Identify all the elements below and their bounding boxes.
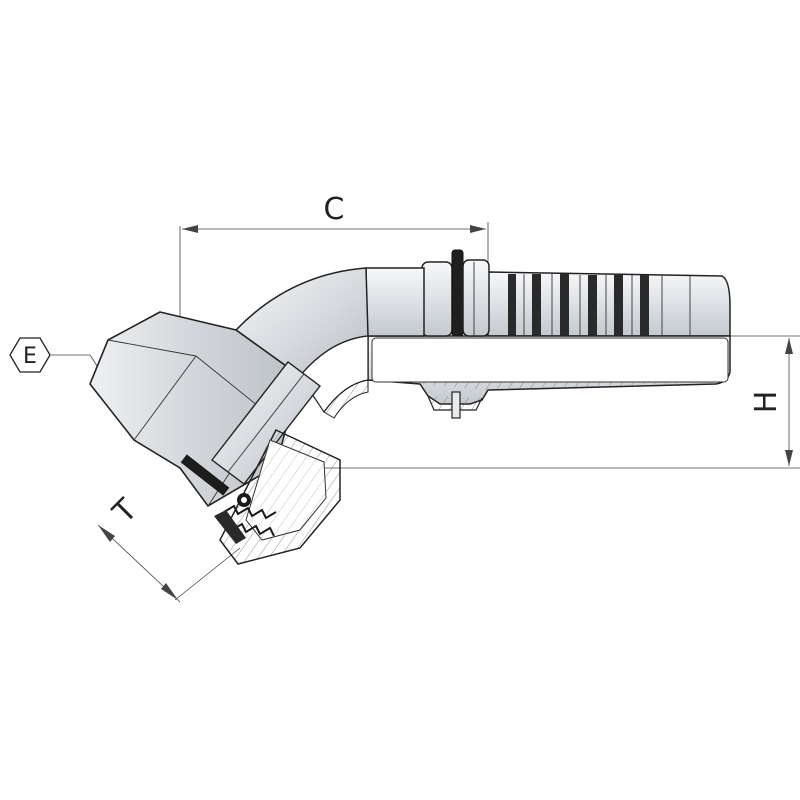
label-e: E	[23, 344, 37, 369]
threads	[180, 454, 277, 537]
arrow-top	[785, 338, 793, 354]
retaining-pin	[451, 391, 461, 419]
lock-ring	[451, 249, 464, 337]
barb	[560, 274, 569, 336]
label-c: C	[324, 192, 345, 227]
label-h: H	[749, 391, 784, 414]
arrow-t-top	[98, 525, 115, 542]
hex-edge	[133, 355, 197, 441]
label-t: T	[106, 492, 145, 531]
tube-hatch	[372, 382, 716, 390]
hose-tail	[365, 249, 731, 419]
dimension-t: T	[97, 492, 241, 603]
elbow	[234, 267, 369, 419]
barbed-shank	[487, 271, 731, 337]
barb	[508, 274, 516, 336]
collar-right	[462, 259, 490, 337]
neck	[365, 267, 425, 337]
arrow-t-bottom	[161, 583, 178, 600]
swivel-nut	[89, 311, 341, 565]
arrow-left	[182, 225, 198, 233]
barb	[640, 275, 649, 336]
nut-bore-hatch	[246, 440, 326, 540]
tube-bore	[371, 337, 729, 383]
collar-left	[421, 261, 453, 337]
nipple-edge	[227, 373, 305, 473]
barb	[532, 274, 541, 336]
barb	[588, 275, 597, 336]
o-ring-hole	[241, 497, 247, 503]
thread-teeth	[223, 504, 277, 520]
thread-band	[180, 454, 230, 496]
barb	[614, 275, 623, 336]
arrow-bottom	[785, 450, 793, 466]
barbs	[508, 274, 691, 336]
extension-line-t	[174, 547, 241, 601]
hex-edge	[107, 339, 197, 357]
elbow-hatch	[323, 379, 369, 419]
arrow-right	[470, 225, 486, 233]
seat-face	[214, 510, 246, 544]
thread-teeth	[231, 522, 275, 537]
